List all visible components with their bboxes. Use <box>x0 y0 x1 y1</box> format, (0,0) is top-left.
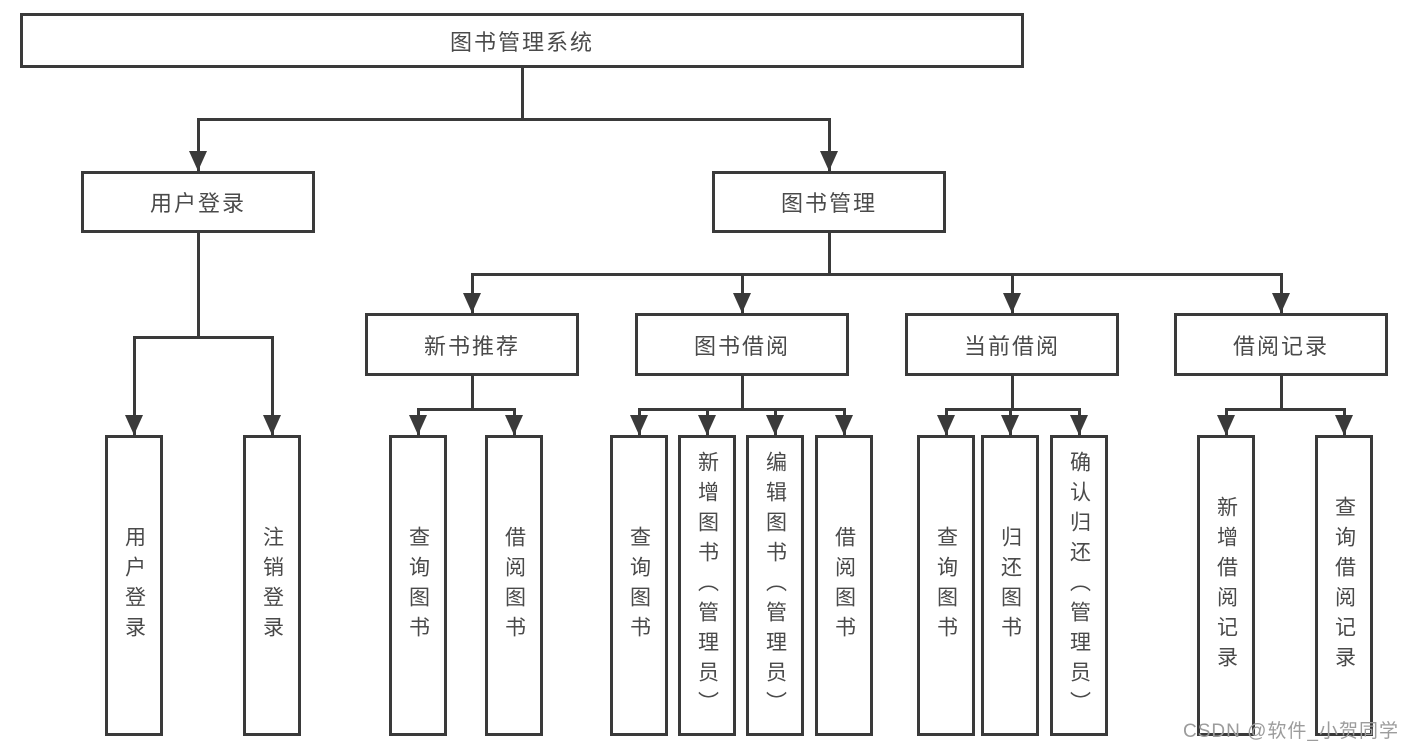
arrowhead-icon <box>1335 415 1353 435</box>
leaf-query-borrow-record: 查询借阅记录 <box>1315 435 1373 736</box>
leaf-return-books: 归还图书 <box>981 435 1039 736</box>
arrowhead-icon <box>1272 293 1290 313</box>
connector-line <box>828 118 831 171</box>
connector-line <box>1280 376 1283 408</box>
leaf-logout: 注销登录 <box>243 435 301 736</box>
leaf-query-books: 查询图书 <box>389 435 447 736</box>
node-book-borrowing: 图书借阅 <box>635 313 849 376</box>
arrowhead-icon <box>698 415 716 435</box>
arrowhead-icon <box>733 293 751 313</box>
connector-line <box>271 336 274 435</box>
arrowhead-icon <box>189 151 207 171</box>
arrowhead-icon <box>1070 415 1088 435</box>
node-label: 借阅记录 <box>1232 333 1329 359</box>
arrowhead-icon <box>505 415 523 435</box>
node-label: 借阅图书 <box>502 525 526 646</box>
leaf-user-login: 用户登录 <box>105 435 163 736</box>
node-label: 当前借阅 <box>963 333 1060 359</box>
arrowhead-icon <box>937 415 955 435</box>
node-label: 图书管理系统 <box>449 29 594 55</box>
node-label: 新增借阅记录 <box>1214 495 1238 676</box>
arrowhead-icon <box>463 293 481 313</box>
node-library-management-system: 图书管理系统 <box>20 13 1024 68</box>
node-new-book-recommendation: 新书推荐 <box>365 313 579 376</box>
leaf-add-borrow-record: 新增借阅记录 <box>1197 435 1255 736</box>
connector-line <box>471 273 1282 276</box>
node-label: 用户登录 <box>122 525 146 646</box>
arrowhead-icon <box>1217 415 1235 435</box>
arrowhead-icon <box>263 415 281 435</box>
leaf-add-book-admin: 新增图书（管理员） <box>678 435 736 736</box>
connector-line <box>1011 376 1014 408</box>
node-label: 新书推荐 <box>423 333 520 359</box>
connector-line <box>471 376 474 408</box>
connector-line <box>197 233 200 336</box>
connector-line <box>638 408 845 411</box>
node-label: 图书借阅 <box>693 333 790 359</box>
leaf-query-books: 查询图书 <box>917 435 975 736</box>
node-book-management: 图书管理 <box>712 171 946 233</box>
node-label: 查询借阅记录 <box>1332 495 1356 676</box>
node-label: 确认归还（管理员） <box>1067 450 1091 721</box>
arrowhead-icon <box>820 151 838 171</box>
connector-line <box>521 68 524 118</box>
connector-line <box>197 118 200 171</box>
arrowhead-icon <box>766 415 784 435</box>
node-label: 借阅图书 <box>832 525 856 646</box>
node-label: 新增图书（管理员） <box>695 450 719 721</box>
leaf-confirm-return-admin: 确认归还（管理员） <box>1050 435 1108 736</box>
node-label: 查询图书 <box>406 525 430 646</box>
node-label: 归还图书 <box>998 525 1022 646</box>
connector-line <box>133 336 273 339</box>
node-label: 编辑图书（管理员） <box>763 450 787 721</box>
node-current-borrowing: 当前借阅 <box>905 313 1119 376</box>
connector-line <box>197 118 830 121</box>
connector-line <box>133 336 136 435</box>
arrowhead-icon <box>630 415 648 435</box>
arrowhead-icon <box>125 415 143 435</box>
connector-line <box>828 233 831 273</box>
node-label: 用户登录 <box>149 191 246 216</box>
connector-line <box>417 408 515 411</box>
node-label: 查询图书 <box>934 525 958 646</box>
connector-line <box>741 376 744 408</box>
arrowhead-icon <box>409 415 427 435</box>
leaf-edit-book-admin: 编辑图书（管理员） <box>746 435 804 736</box>
leaf-borrow-books: 借阅图书 <box>485 435 543 736</box>
leaf-borrow-books: 借阅图书 <box>815 435 873 736</box>
node-label: 查询图书 <box>627 525 651 646</box>
node-borrowing-records: 借阅记录 <box>1174 313 1388 376</box>
arrowhead-icon <box>835 415 853 435</box>
node-user-login: 用户登录 <box>81 171 315 233</box>
connector-line <box>1225 408 1345 411</box>
node-label: 注销登录 <box>260 525 284 646</box>
node-label: 图书管理 <box>780 191 877 216</box>
arrowhead-icon <box>1003 293 1021 313</box>
connector-line <box>945 408 1080 411</box>
csdn-watermark: CSDN @软件_小贺同学 <box>1183 721 1399 742</box>
leaf-query-books: 查询图书 <box>610 435 668 736</box>
arrowhead-icon <box>1001 415 1019 435</box>
